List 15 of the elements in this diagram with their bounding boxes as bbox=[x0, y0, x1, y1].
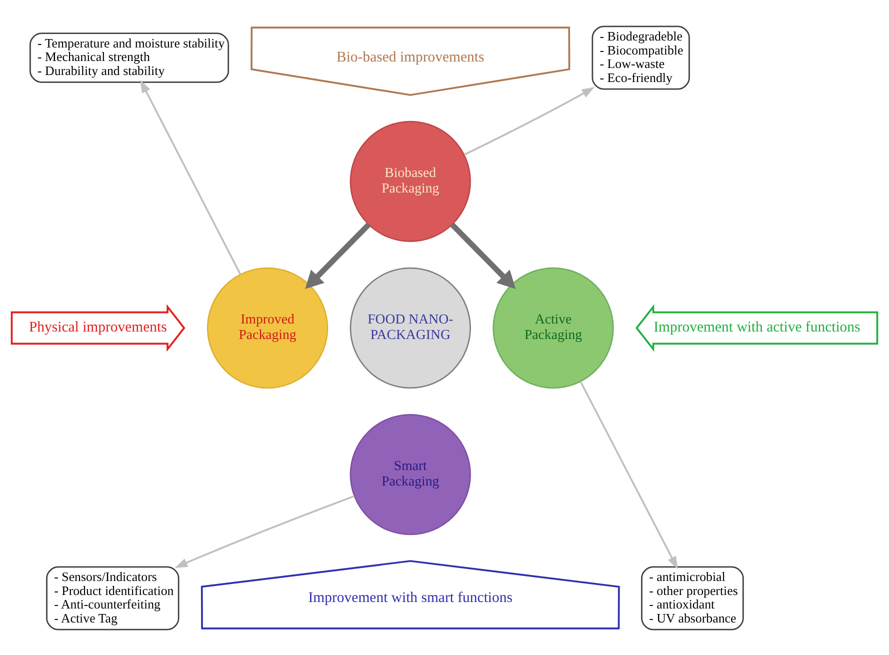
node-circle: FOOD NANO-PACKAGING bbox=[350, 266, 471, 388]
node-circle: Biobased Packaging bbox=[350, 120, 471, 242]
node-circle: Active Packaging bbox=[492, 266, 614, 388]
arrow bbox=[305, 222, 371, 289]
node-box: - antimicrobial - other properties - antioxidant - UV absorbance bbox=[641, 566, 744, 630]
node-box: - Temperature and moisture stability - Mechanical strength - Durability and stability bbox=[30, 32, 230, 82]
arrow bbox=[450, 222, 516, 289]
node-box: - Sensors/Indicators - Product identification - Anti-counterfeiting - Active Tag bbox=[46, 566, 180, 630]
node-box: - Biodegradeble - Biocompatible - Low-waste - Eco-friendly bbox=[592, 25, 690, 90]
arrow bbox=[174, 494, 355, 568]
arrow bbox=[580, 380, 678, 569]
node-circle: Improved Packaging bbox=[206, 266, 328, 388]
node-circle: Smart Packaging bbox=[350, 413, 471, 535]
arrow bbox=[140, 79, 242, 274]
arrow bbox=[464, 86, 595, 156]
